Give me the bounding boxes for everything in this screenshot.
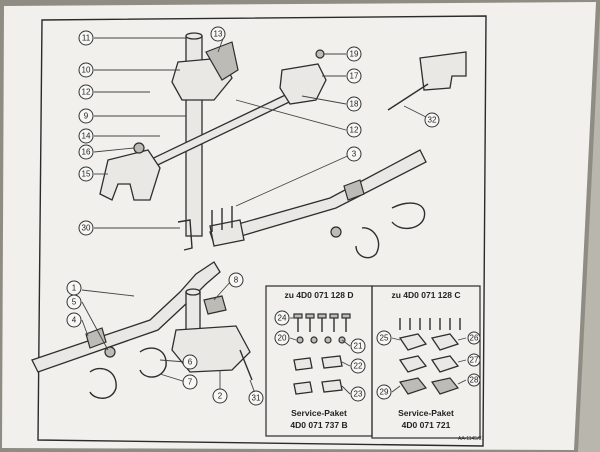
callout-25: 25: [376, 330, 392, 346]
callout-3: 3: [346, 146, 362, 162]
svg-text:25: 25: [380, 334, 389, 343]
svg-text:14: 14: [82, 132, 91, 141]
svg-text:17: 17: [350, 72, 359, 81]
callout-4: 4: [66, 312, 82, 328]
middle-bar-assembly: [209, 149, 427, 259]
callout-9: 9: [78, 108, 94, 124]
callout-28: 28: [467, 373, 481, 387]
svg-text:31: 31: [252, 394, 261, 403]
svg-text:4: 4: [72, 316, 77, 325]
callout-21: 21: [350, 338, 366, 354]
svg-text:2: 2: [218, 392, 223, 401]
svg-text:32: 32: [428, 116, 437, 125]
svg-text:7: 7: [188, 378, 193, 387]
callout-14: 14: [78, 128, 94, 144]
callout-29: 29: [376, 384, 392, 400]
service-box-c: zu 4D0 071 128 C Service-Paket 4D0 071 7…: [371, 285, 481, 439]
callout-16: 16: [78, 144, 94, 160]
callout-20: 20: [274, 330, 290, 346]
callout-23: 23: [350, 386, 366, 402]
service-box-c-foot-line1: Service-Paket: [398, 408, 454, 418]
svg-text:3: 3: [352, 150, 357, 159]
svg-text:26: 26: [470, 334, 479, 343]
svg-text:12: 12: [82, 88, 91, 97]
callout-13: 13: [210, 26, 226, 42]
svg-text:12: 12: [350, 126, 359, 135]
corner-code: AA-1145/01: [458, 436, 484, 442]
callout-31: 31: [248, 390, 264, 406]
callout-26: 26: [467, 331, 481, 345]
svg-text:13: 13: [214, 30, 223, 39]
svg-text:8: 8: [234, 276, 239, 285]
svg-text:11: 11: [82, 34, 91, 43]
service-box-d-foot-line1: Service-Paket: [291, 408, 347, 418]
svg-text:6: 6: [188, 358, 193, 367]
callout-15: 15: [78, 166, 94, 182]
callout-27: 27: [467, 353, 481, 367]
upper-post-assembly: [99, 32, 327, 251]
svg-text:24: 24: [278, 314, 287, 323]
callout-7: 7: [182, 374, 198, 390]
service-box-c-title: zu 4D0 071 128 C: [392, 290, 461, 300]
callout-8: 8: [228, 272, 244, 288]
callout-11: 11: [78, 30, 94, 46]
callout-18: 18: [346, 96, 362, 112]
nut-row: [296, 336, 346, 344]
callout-1: 1: [66, 280, 82, 296]
callout-12b: 12: [346, 122, 362, 138]
drawing-frame: [37, 15, 487, 447]
bolt-row: [293, 313, 351, 332]
item-32-tool: [387, 51, 467, 111]
svg-text:10: 10: [82, 66, 91, 75]
service-box-d-title: zu 4D0 071 128 D: [285, 290, 354, 300]
svg-text:18: 18: [350, 100, 359, 109]
service-box-d-foot-line2: 4D0 071 737 B: [290, 420, 347, 430]
svg-text:27: 27: [470, 356, 479, 365]
svg-text:29: 29: [380, 388, 389, 397]
service-box-c-foot-line2: 4D0 071 721: [402, 420, 451, 430]
callout-5: 5: [66, 294, 82, 310]
callout-6: 6: [182, 354, 198, 370]
callout-10: 10: [78, 62, 94, 78]
svg-text:1: 1: [72, 284, 77, 293]
service-box-d: zu 4D0 071 128 D Service-Paket: [265, 285, 373, 437]
svg-text:20: 20: [278, 334, 287, 343]
svg-text:28: 28: [470, 376, 479, 385]
svg-text:23: 23: [354, 390, 363, 399]
callout-22: 22: [350, 358, 366, 374]
callout-19: 19: [346, 46, 362, 62]
clip-pieces: [293, 355, 343, 395]
callout-24: 24: [274, 310, 290, 326]
svg-text:15: 15: [82, 170, 91, 179]
svg-text:21: 21: [354, 342, 363, 351]
bolt-row: [399, 318, 461, 330]
svg-text:19: 19: [350, 50, 359, 59]
svg-text:30: 30: [82, 224, 91, 233]
plate-pieces: [398, 333, 460, 395]
callout-2: 2: [212, 388, 228, 404]
callout-30: 30: [78, 220, 94, 236]
callout-32: 32: [424, 112, 440, 128]
svg-text:9: 9: [84, 112, 89, 121]
svg-text:5: 5: [72, 298, 77, 307]
svg-text:22: 22: [354, 362, 363, 371]
callout-12a: 12: [78, 84, 94, 100]
svg-text:16: 16: [82, 148, 91, 157]
callout-17: 17: [346, 68, 362, 84]
